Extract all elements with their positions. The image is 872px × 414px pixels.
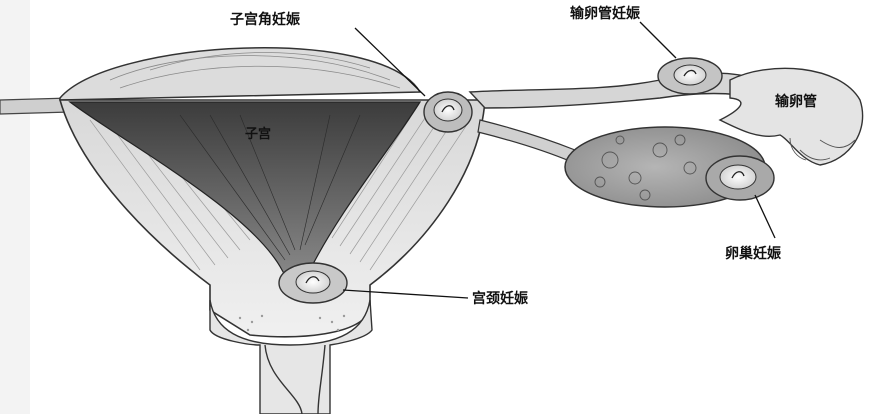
ovarian-gestational-sac — [706, 156, 774, 200]
label-ovarian-pregnancy: 卵巢妊娠 — [725, 245, 782, 262]
leader-tubal — [640, 22, 676, 58]
background-strip — [0, 0, 30, 414]
label-tubal-pregnancy: 输卵管妊娠 — [570, 5, 641, 22]
label-cervical-pregnancy: 宫颈妊娠 — [472, 290, 529, 307]
ovarian-ligament — [478, 120, 575, 162]
tubal-gestational-sac — [658, 58, 722, 94]
cervical-gestational-sac — [279, 263, 347, 303]
label-fallopian-tube: 输卵管 — [775, 93, 817, 110]
label-cornual-pregnancy: 子宫角妊娠 — [230, 11, 301, 28]
leader-ovarian — [755, 195, 775, 238]
label-uterus: 子宫 — [245, 126, 271, 142]
cornual-gestational-sac — [424, 92, 472, 132]
